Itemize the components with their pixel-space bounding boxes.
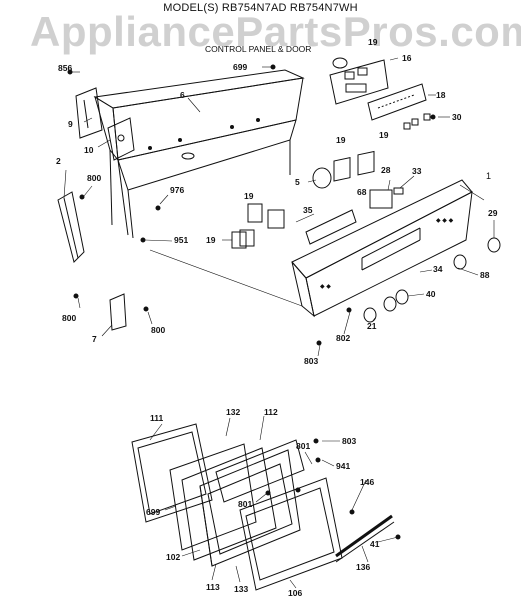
- callout-136: 136: [356, 562, 371, 572]
- callout-35: 35: [303, 205, 313, 215]
- side-bracket: [75, 87, 103, 139]
- callout-132: 132: [226, 407, 241, 417]
- callout-133: 133: [234, 584, 249, 594]
- callout-951: 951: [174, 235, 189, 245]
- callout-68: 68: [357, 187, 367, 197]
- leader-lines: [63, 57, 495, 357]
- control-overlay: [367, 83, 427, 121]
- callout-7: 7: [92, 334, 97, 344]
- callout-18: 18: [436, 90, 446, 100]
- callout-102: 102: [166, 552, 181, 562]
- callout-111: 111: [150, 413, 164, 423]
- callout-41: 41: [370, 539, 380, 549]
- backguard-frame: [93, 69, 305, 239]
- callout-1: 1: [486, 171, 492, 181]
- section-title: CONTROL PANEL & DOOR: [205, 44, 312, 54]
- callout-19-c: 19: [244, 191, 254, 201]
- mounting-plate: [369, 189, 393, 209]
- callout-113: 113: [206, 582, 220, 592]
- callout-19-b: 19: [379, 130, 389, 140]
- watermark-logo: AppliancePartsPros.com: [30, 8, 521, 55]
- clip-33: [393, 187, 404, 195]
- callout-5: 5: [295, 177, 300, 187]
- callout-19-d: 19: [206, 235, 216, 245]
- electronic-control: [329, 57, 389, 105]
- callout-803-door: 803: [342, 436, 357, 446]
- center-bracket: [107, 117, 135, 161]
- callout-699-panel: 699: [233, 62, 248, 72]
- callout-19-a: 19: [336, 135, 346, 145]
- lower-bracket: [109, 293, 127, 331]
- callout-802: 802: [336, 333, 351, 343]
- callout-10: 10: [84, 145, 94, 155]
- callout-800-upper: 800: [87, 173, 102, 183]
- svg-text:◆ ◆ ◆: ◆ ◆ ◆: [436, 218, 454, 224]
- clock-ring: [312, 167, 332, 189]
- callout-2: 2: [56, 156, 61, 166]
- callout-88: 88: [480, 270, 490, 280]
- display-window: [305, 209, 357, 245]
- callout-9: 9: [68, 119, 73, 129]
- svg-text:◆ ◆: ◆ ◆: [320, 284, 331, 290]
- callout-6: 6: [180, 90, 185, 100]
- callout-800-left: 800: [62, 313, 77, 323]
- callout-106: 106: [288, 588, 303, 598]
- callout-856: 856: [58, 63, 73, 73]
- control-panel: ◆ ◆ ◆ ◆ ◆: [291, 179, 473, 318]
- callout-16: 16: [402, 53, 412, 63]
- callout-801-lower: 801: [238, 499, 253, 509]
- callout-112: 112: [264, 407, 278, 417]
- screws: [67, 64, 436, 346]
- door-assembly: [131, 423, 401, 591]
- end-cap: [57, 191, 85, 263]
- callout-800-right: 800: [151, 325, 166, 335]
- knobs: [363, 237, 501, 323]
- callout-29: 29: [488, 208, 498, 218]
- callout-801-upper: 801: [296, 441, 311, 451]
- callout-699-door: 699: [146, 507, 161, 517]
- callout-803-panel: 803: [304, 356, 319, 366]
- callout-976: 976: [170, 185, 185, 195]
- callout-30: 30: [452, 112, 462, 122]
- model-title: MODEL(S) RB754N7AD RB754N7WH: [163, 2, 358, 14]
- callout-21: 21: [367, 321, 377, 331]
- callout-19-top: 19: [368, 37, 378, 47]
- callout-28: 28: [381, 165, 391, 175]
- callout-146: 146: [360, 477, 375, 487]
- clips: [403, 113, 431, 130]
- callout-34: 34: [433, 264, 443, 274]
- callout-941: 941: [336, 461, 351, 471]
- door-leader-lines: [149, 415, 399, 589]
- callout-33: 33: [412, 166, 422, 176]
- callout-40: 40: [426, 289, 436, 299]
